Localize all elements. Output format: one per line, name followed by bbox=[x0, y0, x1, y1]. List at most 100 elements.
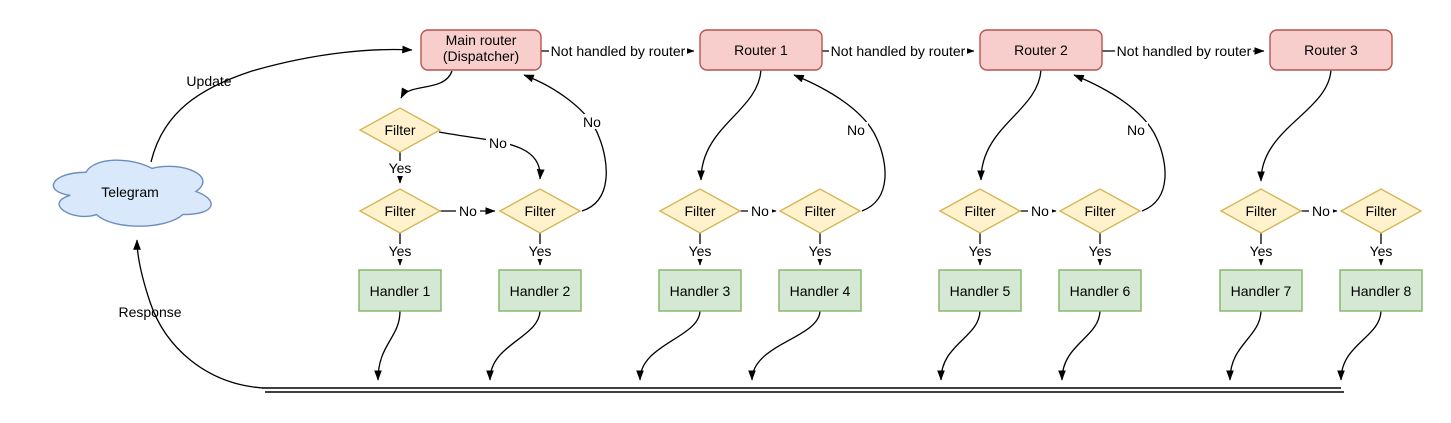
handler-label: Handler 4 bbox=[790, 283, 851, 299]
handler-box bbox=[1058, 269, 1142, 312]
handler-box bbox=[938, 269, 1022, 312]
filter-diamond bbox=[1339, 188, 1423, 234]
filter-label: Filter bbox=[684, 203, 715, 219]
filter-label: Filter bbox=[804, 203, 835, 219]
edge-label-layer: Update Response Not handled by router No… bbox=[118, 43, 1394, 320]
yes-label: Yes bbox=[389, 160, 412, 176]
node-filter-r2-right: Filter bbox=[1058, 188, 1142, 234]
no-label: No bbox=[751, 203, 769, 219]
node-handler-7: Handler 7 bbox=[1219, 269, 1303, 312]
handler-label: Handler 1 bbox=[370, 283, 431, 299]
no-label: No bbox=[1031, 203, 1049, 219]
edge-handler4-out bbox=[748, 310, 821, 381]
node-filter-r3-left: Filter bbox=[1219, 188, 1303, 234]
filter-diamond bbox=[1058, 188, 1142, 234]
label-bg bbox=[580, 114, 604, 129]
filter-diamond bbox=[358, 107, 442, 153]
label-bg bbox=[527, 244, 553, 259]
router-2-box bbox=[979, 29, 1103, 71]
edge-update bbox=[150, 45, 413, 163]
telegram-cloud: Telegram bbox=[52, 159, 212, 227]
handler-box bbox=[1339, 269, 1423, 312]
node-handler-6: Handler 6 bbox=[1058, 269, 1142, 312]
label-bg bbox=[387, 244, 413, 259]
node-filter-main-left: Filter bbox=[358, 188, 442, 234]
main-router-label-line2: (Dispatcher) bbox=[443, 48, 519, 64]
yes-label: Yes bbox=[969, 243, 992, 259]
filter-label: Filter bbox=[1084, 203, 1115, 219]
filter-diamond bbox=[498, 188, 582, 234]
router-1-box bbox=[699, 29, 823, 71]
node-handler-4: Handler 4 bbox=[778, 269, 862, 312]
node-router-2: Router 2 bbox=[979, 29, 1103, 71]
handler-label: Handler 5 bbox=[950, 283, 1011, 299]
node-filter-r3-right: Filter bbox=[1339, 188, 1423, 234]
yes-label: Yes bbox=[809, 243, 832, 259]
node-handler-5: Handler 5 bbox=[938, 269, 1022, 312]
router-1-label: Router 1 bbox=[734, 42, 788, 58]
edge-main-to-filter bbox=[400, 70, 453, 99]
yes-label: Yes bbox=[389, 243, 412, 259]
main-router-box bbox=[420, 29, 542, 71]
label-bg bbox=[456, 204, 480, 219]
label-bg bbox=[1028, 204, 1052, 219]
handler-label: Handler 3 bbox=[670, 283, 731, 299]
filter-label: Filter bbox=[1245, 203, 1276, 219]
label-bg bbox=[1124, 122, 1148, 137]
label-bg bbox=[1368, 244, 1394, 259]
edge-router2-no-return bbox=[1073, 74, 1166, 212]
filter-diamond bbox=[358, 188, 442, 234]
handler-label: Handler 8 bbox=[1351, 283, 1412, 299]
edge-handler5-out bbox=[937, 310, 981, 381]
handler-box bbox=[498, 269, 582, 312]
no-label: No bbox=[459, 203, 477, 219]
handler-box bbox=[1219, 269, 1303, 312]
label-bg bbox=[1248, 244, 1274, 259]
label-bg bbox=[748, 204, 772, 219]
no-label: No bbox=[847, 122, 865, 138]
no-label: No bbox=[1127, 122, 1145, 138]
node-router-3: Router 3 bbox=[1269, 29, 1393, 71]
cloud-label: Telegram bbox=[101, 184, 159, 200]
edge-handler8-out bbox=[1337, 310, 1382, 381]
edge-router2-to-filter bbox=[977, 69, 1042, 181]
filter-label: Filter bbox=[1365, 203, 1396, 219]
label-bg bbox=[687, 244, 713, 259]
edge-handler1-out bbox=[374, 310, 401, 381]
edge-router3-to-filter bbox=[1257, 69, 1332, 182]
edge-response bbox=[133, 239, 264, 389]
yes-label: Yes bbox=[1370, 243, 1393, 259]
node-main-router: Main router (Dispatcher) bbox=[420, 29, 542, 71]
filter-diamond bbox=[938, 188, 1022, 234]
handler-box bbox=[778, 269, 862, 312]
router-2-label: Router 2 bbox=[1014, 42, 1068, 58]
node-filter-r1-left: Filter bbox=[658, 188, 742, 234]
label-bg bbox=[387, 161, 413, 176]
edge-filter-top-no bbox=[438, 131, 545, 180]
edge-handler6-out bbox=[1058, 310, 1101, 381]
node-filter-main-top: Filter bbox=[358, 107, 442, 153]
filter-label: Filter bbox=[384, 203, 415, 219]
yes-label: Yes bbox=[689, 243, 712, 259]
node-filter-main-right: Filter bbox=[498, 188, 582, 234]
handler-label: Handler 2 bbox=[510, 283, 571, 299]
update-label: Update bbox=[186, 73, 231, 89]
filter-diamond bbox=[778, 188, 862, 234]
node-filter-r2-left: Filter bbox=[938, 188, 1022, 234]
router-3-box bbox=[1269, 29, 1393, 71]
label-bg bbox=[807, 244, 833, 259]
handler-label: Handler 7 bbox=[1231, 283, 1292, 299]
node-handler-1: Handler 1 bbox=[358, 269, 442, 312]
node-router-1: Router 1 bbox=[699, 29, 823, 71]
no-label: No bbox=[1312, 203, 1330, 219]
label-bg bbox=[486, 135, 510, 150]
filter-label: Filter bbox=[384, 122, 415, 138]
response-label: Response bbox=[118, 304, 181, 320]
filter-label: Filter bbox=[964, 203, 995, 219]
yes-label: Yes bbox=[1250, 243, 1273, 259]
node-filter-r1-right: Filter bbox=[778, 188, 862, 234]
not-handled-label-3: Not handled by router bbox=[1117, 43, 1252, 59]
label-bg bbox=[844, 122, 868, 137]
